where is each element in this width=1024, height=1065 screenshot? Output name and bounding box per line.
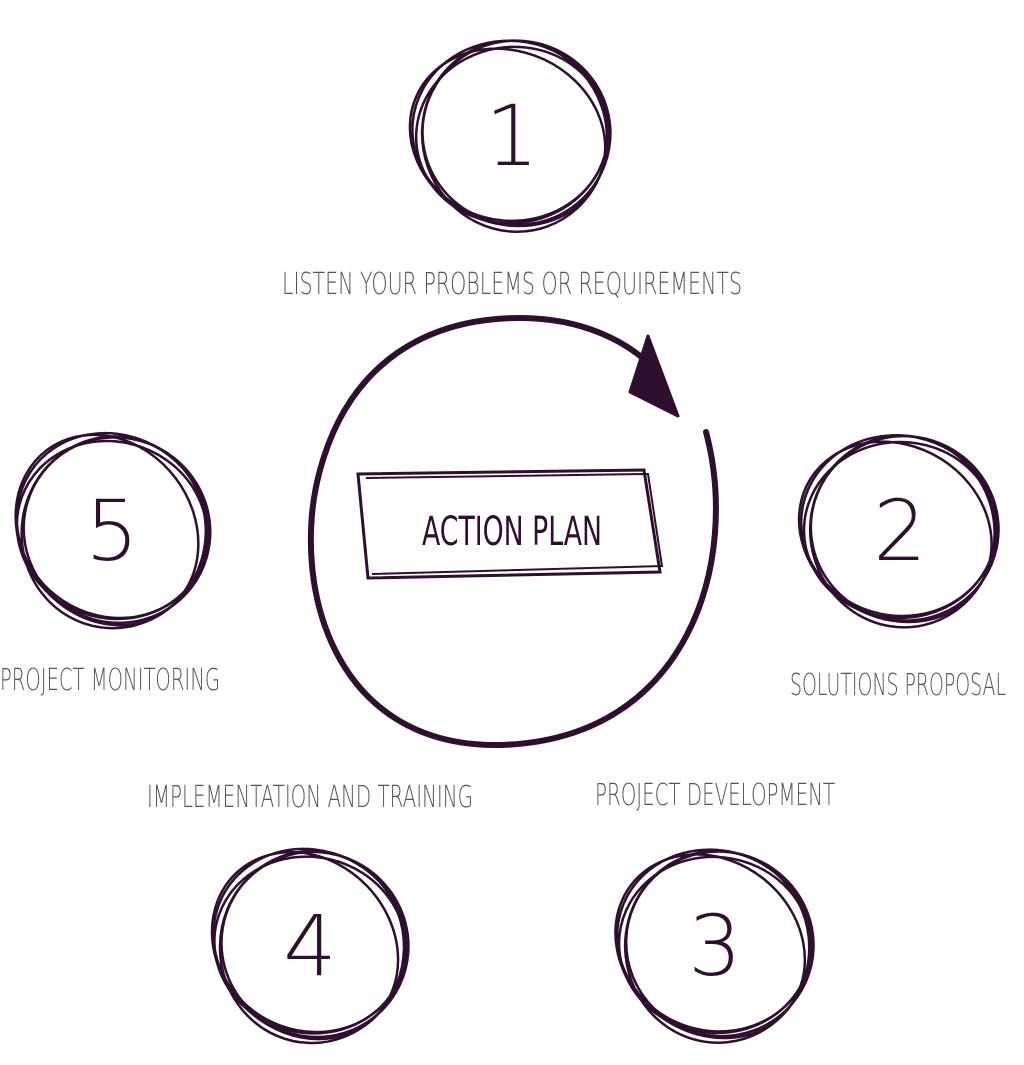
step-label: SOLUTIONS PROPOSAL	[790, 668, 1006, 703]
sketch-circle	[218, 849, 406, 1045]
step-number: 5	[85, 482, 138, 580]
sketch-circle	[623, 849, 811, 1044]
step-number: 4	[283, 897, 336, 995]
step-number: 1	[485, 87, 538, 185]
sketch-circle	[615, 848, 813, 1033]
step-number: 2	[873, 482, 926, 580]
step-3: 3 PROJECT DEVELOPMENT	[595, 778, 835, 1044]
action-plan-title: ACTION PLAN	[422, 509, 602, 555]
sketch-circle	[808, 434, 996, 629]
step-label: IMPLEMENTATION AND TRAINING	[147, 780, 473, 815]
sketch-circle	[20, 435, 208, 630]
sketch-circle	[212, 847, 408, 1034]
sketch-circle	[15, 431, 210, 620]
sketch-circle	[420, 39, 609, 233]
sketch-circle	[411, 39, 610, 223]
step-4: 4 IMPLEMENTATION AND TRAINING	[147, 780, 473, 1045]
sketch-circle	[799, 434, 998, 618]
step-number: 3	[688, 897, 741, 995]
arrow-head-icon	[628, 334, 680, 418]
step-label: LISTEN YOUR PROBLEMS OR REQUIREMENTS	[282, 267, 742, 302]
step-label: PROJECT DEVELOPMENT	[595, 778, 835, 813]
action-plan-box: ACTION PLAN	[356, 468, 664, 580]
step-label: PROJECT MONITORING	[0, 663, 220, 698]
cycle-circle-arrow	[307, 314, 719, 749]
